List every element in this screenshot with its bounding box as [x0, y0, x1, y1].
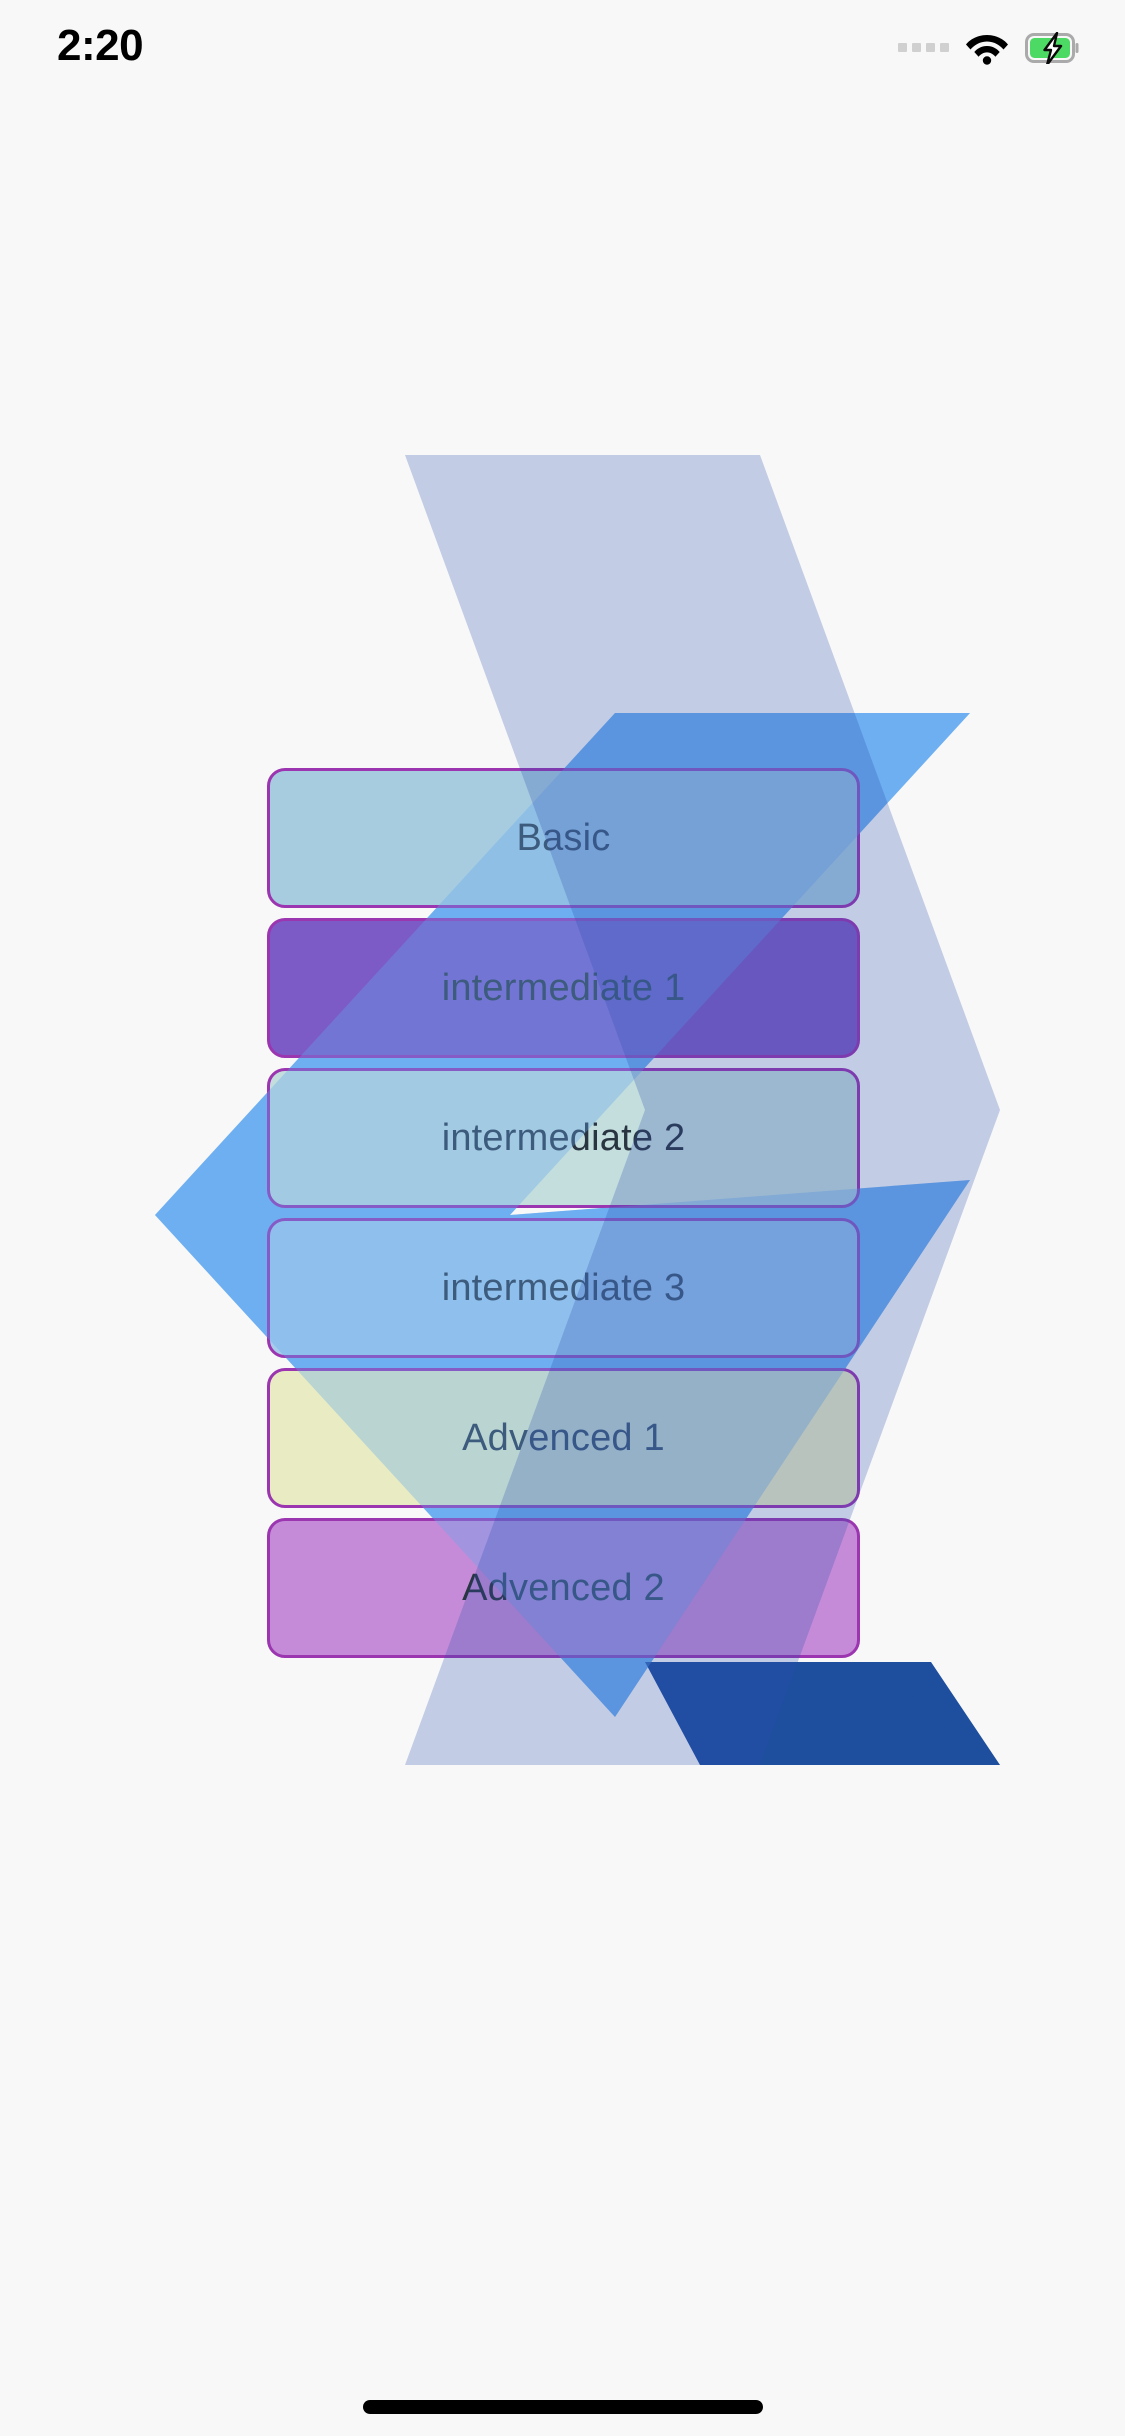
status-bar-indicators: [898, 28, 1081, 68]
status-bar: 2:20: [0, 0, 1125, 110]
level-card-advenced-2[interactable]: Advenced 2: [267, 1518, 860, 1658]
home-indicator-bar[interactable]: [362, 2400, 763, 2414]
level-card-label: intermediate 2: [441, 1116, 686, 1159]
level-card-stack: Basic intermediate 1 intermediate 2 inte…: [267, 768, 860, 1658]
wifi-icon: [966, 35, 1008, 65]
band-b-dark-tail-solid-2: [645, 1662, 1000, 1765]
band-b-dark-tail-solid: [708, 1662, 1000, 1765]
signal-dot: [926, 42, 935, 52]
signal-dot: [940, 42, 949, 52]
signal-dot: [912, 42, 921, 52]
level-card-label: intermediate 3: [441, 1266, 686, 1309]
level-card-basic[interactable]: Basic: [267, 768, 860, 908]
level-card-intermediate-3[interactable]: intermediate 3: [267, 1218, 860, 1358]
signal-dot: [898, 42, 907, 52]
level-card-label: Advenced 2: [462, 1566, 665, 1609]
level-card-intermediate-1[interactable]: intermediate 1: [267, 918, 860, 1058]
status-bar-clock: 2:20: [57, 21, 144, 70]
level-card-label: Basic: [516, 816, 611, 859]
level-card-intermediate-2[interactable]: intermediate 2: [267, 1068, 860, 1208]
level-card-label: Advenced 1: [462, 1416, 665, 1459]
battery-charging-icon: [1025, 32, 1079, 64]
level-card-advenced-1[interactable]: Advenced 1: [267, 1368, 860, 1508]
level-card-label: intermediate 1: [441, 966, 686, 1009]
signal-dots-icon: [898, 42, 949, 54]
